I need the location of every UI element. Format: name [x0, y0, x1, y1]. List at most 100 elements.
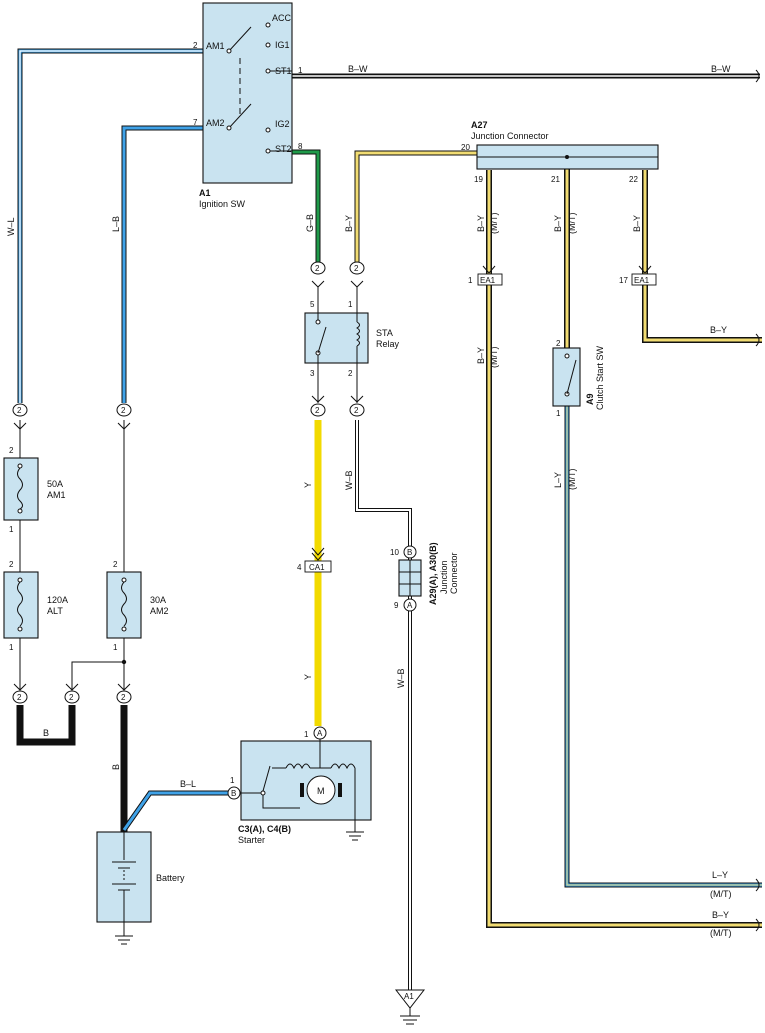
- connector-2-relay-top-right: 2: [349, 261, 365, 288]
- fuse-am2-name: AM2: [150, 606, 169, 616]
- wire-bl: [121, 790, 234, 832]
- fuse-am1-name: AM1: [47, 490, 66, 500]
- fuse-alt-pin-top: 2: [9, 560, 14, 569]
- connector-2-bottom-1: 2: [12, 683, 28, 704]
- junction2-bottom-letter: A: [407, 601, 413, 610]
- wire-label-b-loop: B: [43, 728, 49, 738]
- continuation-arrows: [755, 69, 760, 932]
- wire-label-mt-ly-right: (M/T): [710, 889, 732, 899]
- relay-name-1: STA: [376, 328, 393, 338]
- starter-letter-b: B: [231, 789, 236, 798]
- junction2-top-letter: B: [407, 548, 412, 557]
- fuse-am2-amp: 30A: [150, 595, 166, 605]
- junction-pin-22: 22: [629, 175, 638, 184]
- fuse-120a-alt: 2 1 120A ALT: [3, 560, 68, 652]
- battery: Battery: [96, 831, 185, 923]
- fuse-am1-pin-top: 2: [9, 446, 14, 455]
- clutch-pin-bottom: 1: [556, 409, 561, 418]
- ground-point-a1: A1: [394, 989, 426, 1025]
- junction-connector-a29-a30: B A 10 9 A29(A), A30(B) Junction Connect…: [390, 542, 459, 612]
- connector-2-label: 2: [121, 693, 126, 702]
- wire-label-by-19-mid: B–Y: [476, 347, 486, 364]
- connector-ea1-left: EA1 1: [468, 265, 503, 286]
- connector-ea1-right: EA1 17: [619, 265, 657, 286]
- junction2-pin-top: 10: [390, 548, 399, 557]
- ignition-am1-label: AM1: [206, 41, 225, 51]
- wire-label-mt-ly: (M/T): [567, 469, 577, 491]
- wire-label-ly-right: L–Y: [712, 870, 728, 880]
- connector-2-label: 2: [315, 406, 320, 415]
- ignition-pin-am2: 7: [193, 118, 198, 127]
- starter-motor-label: M: [317, 786, 325, 796]
- fuse-am2-pin-bottom: 1: [113, 643, 118, 652]
- wire-by-relay: [354, 150, 477, 262]
- junction-a27-name: Junction Connector: [471, 131, 549, 141]
- junction-a27-ref: A27: [471, 120, 488, 130]
- wire-label-mt-19: (M/T): [489, 213, 499, 235]
- clutch-start-switch: 2 1 A9 Clutch Start SW: [552, 339, 605, 418]
- relay-pin-2: 2: [348, 369, 353, 378]
- junction2-pin-bottom: 9: [394, 601, 399, 610]
- clutch-ref: A9: [585, 393, 595, 405]
- wire-label-wl: W–L: [6, 217, 16, 236]
- starter-ground-icon: [346, 831, 364, 841]
- wire-label-by-19: B–Y: [476, 215, 486, 232]
- wire-label-mt-21: (M/T): [567, 213, 577, 235]
- sta-relay: 5 1 3 2 STA Relay: [304, 287, 400, 403]
- ignition-pin-am1: 2: [193, 41, 198, 50]
- starter-name: Starter: [238, 835, 265, 845]
- ignition-ig1-label: IG1: [275, 40, 290, 50]
- wire-label-wb-1: W–B: [344, 470, 354, 490]
- fuse-alt-amp: 120A: [47, 595, 68, 605]
- connector-2-relay-bottom-left: 2: [310, 395, 326, 417]
- ea1-right-label: EA1: [634, 276, 650, 285]
- connector-2-label: 2: [17, 693, 22, 702]
- relay-pin-5: 5: [310, 300, 315, 309]
- wire-label-y-2: Y: [303, 674, 313, 680]
- fuse-am1-pin-bottom: 1: [9, 525, 14, 534]
- wire-wb: [355, 420, 412, 990]
- relay-name-2: Relay: [376, 339, 400, 349]
- ignition-st1-label: ST1: [275, 66, 292, 76]
- starter-pin-a: 1: [304, 730, 309, 739]
- connector-2-label: 2: [354, 406, 359, 415]
- ea1-left-pin: 1: [468, 276, 473, 285]
- wire-label-bw-2: B–W: [711, 64, 731, 74]
- wire-label-bl: B–L: [180, 779, 196, 789]
- ea1-right-pin: 17: [619, 276, 628, 285]
- fuse-am1-amp: 50A: [47, 479, 63, 489]
- wire-wl-am1: [17, 48, 203, 403]
- ignition-name: Ignition SW: [199, 199, 246, 209]
- battery-ground-icon: [115, 935, 133, 945]
- wire-label-by-bottom: B–Y: [712, 910, 729, 920]
- ignition-acc-label: ACC: [272, 13, 292, 23]
- fuse-alt-name: ALT: [47, 606, 63, 616]
- wire-b-loop: [16, 705, 128, 832]
- wire-label-by-22: B–Y: [632, 215, 642, 232]
- wire-label-gb: G–B: [305, 214, 315, 232]
- splice-dot: [121, 659, 127, 665]
- fuse-50a-am1: 2 1 50A AM1: [3, 446, 66, 534]
- junction-connector-a27: A27 Junction Connector 20 19 21 22: [461, 120, 659, 184]
- connector-2-bottom-3: 2: [116, 683, 132, 704]
- junction-pin-21: 21: [551, 175, 560, 184]
- wire-by-22: [642, 170, 762, 343]
- ca1-pin: 4: [297, 563, 302, 572]
- ignition-ref: A1: [199, 188, 211, 198]
- wires: [16, 48, 762, 990]
- connector-2-relay-top-left: 2: [310, 261, 326, 288]
- connector-2-am1-top: 2: [12, 403, 28, 430]
- ea1-left-label: EA1: [480, 276, 496, 285]
- ignition-st2-label: ST2: [275, 144, 292, 154]
- ignition-pin-st1: 1: [298, 66, 303, 75]
- relay-pin-1: 1: [348, 300, 353, 309]
- connector-2-label: 2: [17, 406, 22, 415]
- connector-ca1: CA1 4: [297, 547, 332, 573]
- wire-label-mt-19-mid: (M/T): [489, 347, 499, 369]
- wire-label-b-vertical: B: [111, 764, 121, 770]
- starter-letter-a: A: [317, 729, 323, 738]
- wire-label-lb: L–B: [111, 216, 121, 232]
- connector-2-relay-bottom-right: 2: [349, 395, 365, 417]
- relay-pin-3: 3: [310, 369, 315, 378]
